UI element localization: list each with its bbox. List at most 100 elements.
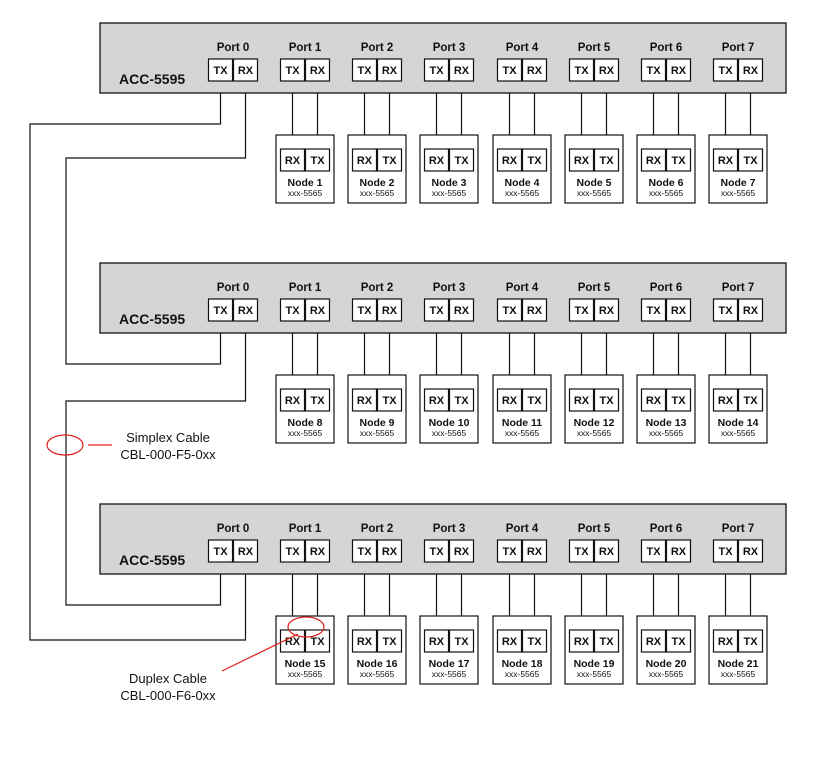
hub-body [99, 503, 787, 575]
node-model: xxx-5565 [649, 669, 684, 679]
port-rx-label: RX [599, 546, 615, 558]
node-rx-box [351, 388, 378, 412]
node-rx-label: RX [646, 636, 662, 648]
node-tx-box [304, 629, 331, 653]
simplex-cable-label: Simplex Cable [126, 430, 210, 445]
port-tx-box [496, 58, 523, 82]
port-tx-label: TX [285, 305, 300, 317]
node-tx-box [737, 388, 764, 412]
node-rx-box [279, 148, 306, 172]
node-name: Node 17 [429, 658, 470, 670]
port-rx-box [737, 298, 764, 322]
node-tx-label: TX [527, 636, 542, 648]
node-rx-label: RX [429, 155, 445, 167]
node-model: xxx-5565 [360, 669, 395, 679]
node-tx-label: TX [527, 155, 542, 167]
port-tx-label: TX [574, 546, 589, 558]
node-model: xxx-5565 [577, 188, 612, 198]
port-rx-label: RX [743, 546, 759, 558]
port-tx-box [568, 539, 595, 563]
node-rx-label: RX [285, 155, 301, 167]
node-rx-box [568, 388, 595, 412]
port-label: Port 7 [722, 282, 755, 294]
port-tx-box [423, 298, 450, 322]
node-name: Node 9 [359, 417, 394, 429]
port-tx-label: TX [646, 305, 661, 317]
port-rx-label: RX [382, 65, 398, 77]
port-label: Port 4 [506, 523, 539, 535]
port-tx-box [207, 539, 234, 563]
node-tx-box [665, 629, 692, 653]
node-tx-box [448, 629, 475, 653]
port-rx-box [665, 539, 692, 563]
simplex-cable-hub2-tx-to-hub1-rx [65, 80, 250, 365]
port-tx-box [640, 298, 667, 322]
node-tx-box [665, 148, 692, 172]
node-model: xxx-5565 [577, 428, 612, 438]
node-model: xxx-5565 [288, 428, 323, 438]
port-tx-box [496, 298, 523, 322]
port-tx-box [568, 298, 595, 322]
node-rx-label: RX [502, 155, 518, 167]
port-tx-label: TX [285, 546, 300, 558]
node-rx-label: RX [646, 395, 662, 407]
port-rx-box [376, 58, 403, 82]
node-tx-label: TX [671, 636, 686, 648]
node-tx-box [521, 388, 548, 412]
node-tx-label: TX [454, 155, 469, 167]
port-tx-box [207, 58, 234, 82]
port-tx-box [423, 58, 450, 82]
node-tx-box [376, 148, 403, 172]
duplex-cable-part-number: CBL-000-F6-0xx [120, 688, 216, 703]
node-name: Node 16 [357, 658, 398, 670]
simplex-cable-highlight-circle [46, 434, 84, 456]
node-rx-label: RX [357, 395, 373, 407]
port-label: Port 4 [506, 282, 539, 294]
port-tx-box [351, 58, 378, 82]
port-label: Port 5 [578, 523, 611, 535]
node-tx-label: TX [527, 395, 542, 407]
node-tx-label: TX [599, 636, 614, 648]
node-rx-box [423, 388, 450, 412]
node-name: Node 14 [718, 417, 759, 429]
port-tx-label: TX [718, 65, 733, 77]
node-rx-box [351, 148, 378, 172]
node-model: xxx-5565 [721, 188, 756, 198]
port-rx-box [448, 58, 475, 82]
duplex-cable-label: Duplex Cable [129, 671, 207, 686]
hub-name: ACC-5595 [119, 552, 185, 568]
node-rx-box [279, 388, 306, 412]
port-rx-box [665, 298, 692, 322]
node-tx-box [521, 148, 548, 172]
port-rx-label: RX [454, 65, 470, 77]
port-tx-label: TX [502, 305, 517, 317]
node-tx-box [665, 388, 692, 412]
port-rx-label: RX [743, 305, 759, 317]
port-tx-label: TX [502, 65, 517, 77]
port-label: Port 3 [433, 42, 466, 54]
port-tx-label: TX [502, 546, 517, 558]
node-rx-label: RX [718, 155, 734, 167]
node-tx-label: TX [743, 155, 758, 167]
port-tx-box [423, 539, 450, 563]
node-name: Node 1 [287, 177, 322, 189]
port-rx-label: RX [238, 546, 254, 558]
port-rx-label: RX [382, 546, 398, 558]
node-rx-label: RX [718, 395, 734, 407]
node-tx-label: TX [671, 395, 686, 407]
port-label: Port 0 [217, 523, 250, 535]
node-name: Node 10 [429, 417, 470, 429]
hub-port-5: Port 5 TX RX [568, 523, 620, 563]
